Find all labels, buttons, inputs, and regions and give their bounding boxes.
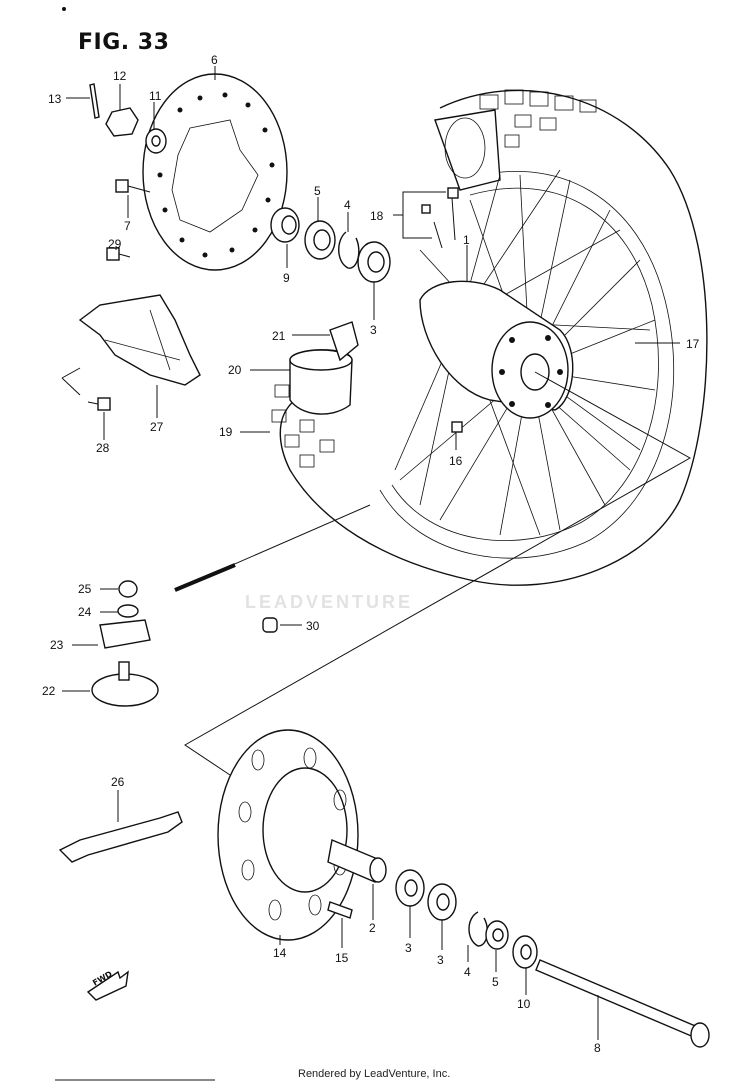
callout-16: 16 — [449, 454, 463, 468]
bearing-5 — [304, 220, 336, 260]
callout-4: 4 — [344, 198, 351, 212]
callout-23: 23 — [50, 638, 64, 652]
callout-13: 13 — [48, 92, 62, 106]
tire-tread — [271, 89, 597, 468]
callout-26: 26 — [111, 775, 125, 789]
castle-nut — [105, 107, 139, 137]
rim-inner — [391, 187, 659, 542]
fwd-arrow-icon — [86, 970, 129, 1001]
callout-17: 17 — [686, 337, 700, 351]
callout-labels: 13 12 11 6 7 5 4 18 1 29 9 3 21 17 20 19… — [42, 53, 700, 1055]
bolt-7 — [115, 179, 151, 193]
washer-24 — [117, 604, 139, 618]
tire-section-inner — [444, 117, 486, 179]
bearing-3a — [395, 869, 425, 907]
bolt-29 — [106, 247, 131, 261]
callout-4b: 4 — [464, 965, 471, 979]
axle-projection-line — [184, 371, 692, 776]
callout-29: 29 — [108, 237, 122, 251]
washer-11 — [145, 128, 167, 154]
callout-24: 24 — [78, 605, 92, 619]
shading-line-bold — [174, 563, 236, 592]
bolt-16 — [451, 421, 463, 433]
callout-3c: 3 — [437, 953, 444, 967]
seal-5b — [485, 920, 509, 950]
chain-guard — [78, 294, 201, 386]
screw-28 — [87, 397, 111, 411]
nut-30 — [262, 617, 278, 633]
callout-2: 2 — [369, 921, 376, 935]
collar-9 — [270, 207, 300, 243]
callout-30: 30 — [306, 619, 320, 633]
wheel-spokes — [394, 169, 656, 536]
callout-5b: 5 — [492, 975, 499, 989]
valve-21 — [329, 321, 359, 362]
rear-sprocket — [217, 729, 359, 941]
callout-18: 18 — [370, 209, 384, 223]
rim-outline — [379, 171, 675, 559]
footer-credit: Rendered by LeadVenture, Inc. — [298, 1068, 451, 1080]
figure-title: FIG. 33 — [78, 30, 170, 55]
leader-lines — [61, 66, 680, 1040]
cotter-pin — [89, 83, 100, 119]
bearing-3b — [427, 883, 457, 921]
corner-mark — [62, 7, 66, 11]
callout-25: 25 — [78, 582, 92, 596]
spanner-26 — [58, 811, 183, 863]
callout-7: 7 — [124, 219, 131, 233]
callout-20: 20 — [228, 363, 242, 377]
brake-disc — [142, 73, 288, 271]
collar-10 — [512, 935, 538, 969]
spacer-2 — [327, 839, 387, 883]
callout-3: 3 — [370, 323, 377, 337]
callout-19: 19 — [219, 425, 233, 439]
bolt-15 — [327, 901, 353, 919]
nut-25 — [118, 580, 138, 598]
bearing-3 — [357, 241, 391, 283]
rear-wheel-illustration — [174, 89, 708, 776]
callout-28: 28 — [96, 441, 110, 455]
circlip-4b — [468, 911, 489, 947]
callout-27: 27 — [150, 420, 164, 434]
rim-band-20 — [289, 349, 353, 415]
callout-8: 8 — [594, 1041, 601, 1055]
rim-lock-23 — [99, 619, 151, 649]
callout-22: 22 — [42, 684, 56, 698]
tire-section — [434, 109, 501, 191]
callout-1: 1 — [463, 233, 470, 247]
callout-15: 15 — [335, 951, 349, 965]
callout-12: 12 — [113, 69, 127, 83]
callout-11: 11 — [149, 89, 162, 103]
rim-lock-base-22 — [91, 661, 159, 707]
callout-14: 14 — [273, 946, 287, 960]
callout-5: 5 — [314, 184, 321, 198]
circlip-4 — [338, 231, 360, 269]
callout-10: 10 — [517, 997, 531, 1011]
callout-6: 6 — [211, 53, 218, 67]
hub-bolts — [499, 335, 563, 408]
spoke-nipples-18 — [421, 187, 459, 249]
callout-21: 21 — [272, 329, 286, 343]
callout-3b: 3 — [405, 941, 412, 955]
callout-9: 9 — [283, 271, 290, 285]
watermark: LEADVENTURE — [245, 592, 414, 612]
axle-8 — [535, 959, 710, 1048]
